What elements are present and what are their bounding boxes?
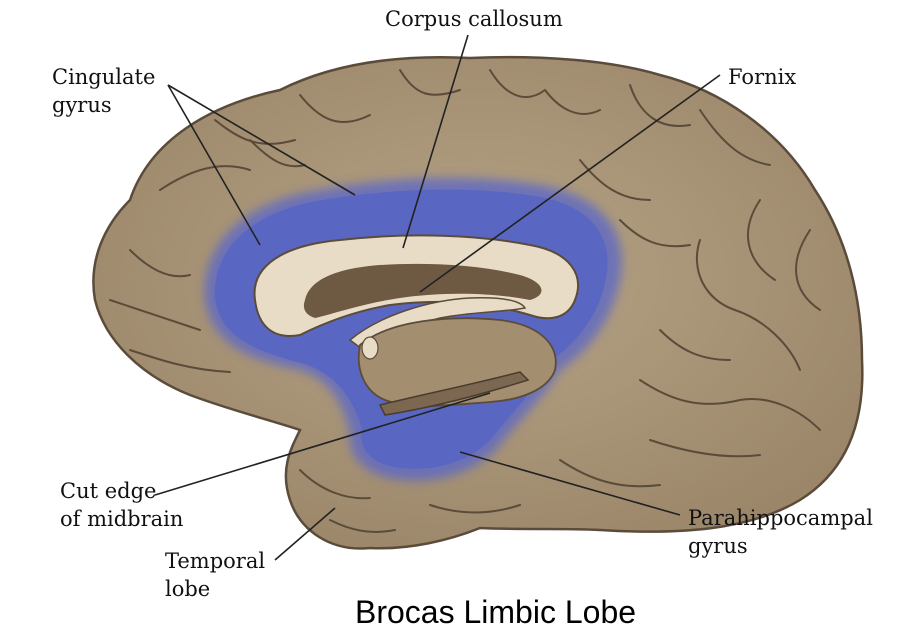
- leader-fornix: [419, 74, 721, 293]
- label-cingulate-gyrus-line1: Cingulate: [52, 65, 156, 89]
- leader-cut-edge: [154, 392, 491, 496]
- label-cut-edge-line1: Cut edge: [60, 479, 157, 503]
- label-corpus-callosum: Corpus callosum: [385, 7, 563, 31]
- leader-corpus-callosum: [402, 34, 469, 249]
- midbrain-cut-edge: [378, 371, 530, 416]
- diagram-title: Brocas Limbic Lobe: [355, 594, 637, 630]
- leader-cingulate-a: [167, 84, 261, 246]
- label-parahippocampal-line2: gyrus: [688, 534, 748, 558]
- leader-cingulate-b: [167, 84, 356, 196]
- sulci-pattern: [109, 69, 821, 533]
- label-fornix: Fornix: [728, 65, 797, 89]
- label-temporal-lobe-line1: Temporal: [165, 549, 266, 573]
- leader-temporal: [274, 507, 336, 561]
- leader-lines: [154, 34, 721, 561]
- mammillary-body: [361, 336, 379, 360]
- label-parahippocampal-line1: Parahippocampal: [688, 506, 873, 530]
- label-cingulate-gyrus-line2: gyrus: [52, 93, 112, 117]
- label-temporal-lobe-line2: lobe: [165, 577, 211, 601]
- label-cut-edge-line2: of midbrain: [60, 507, 184, 531]
- leader-parahippo: [459, 451, 681, 516]
